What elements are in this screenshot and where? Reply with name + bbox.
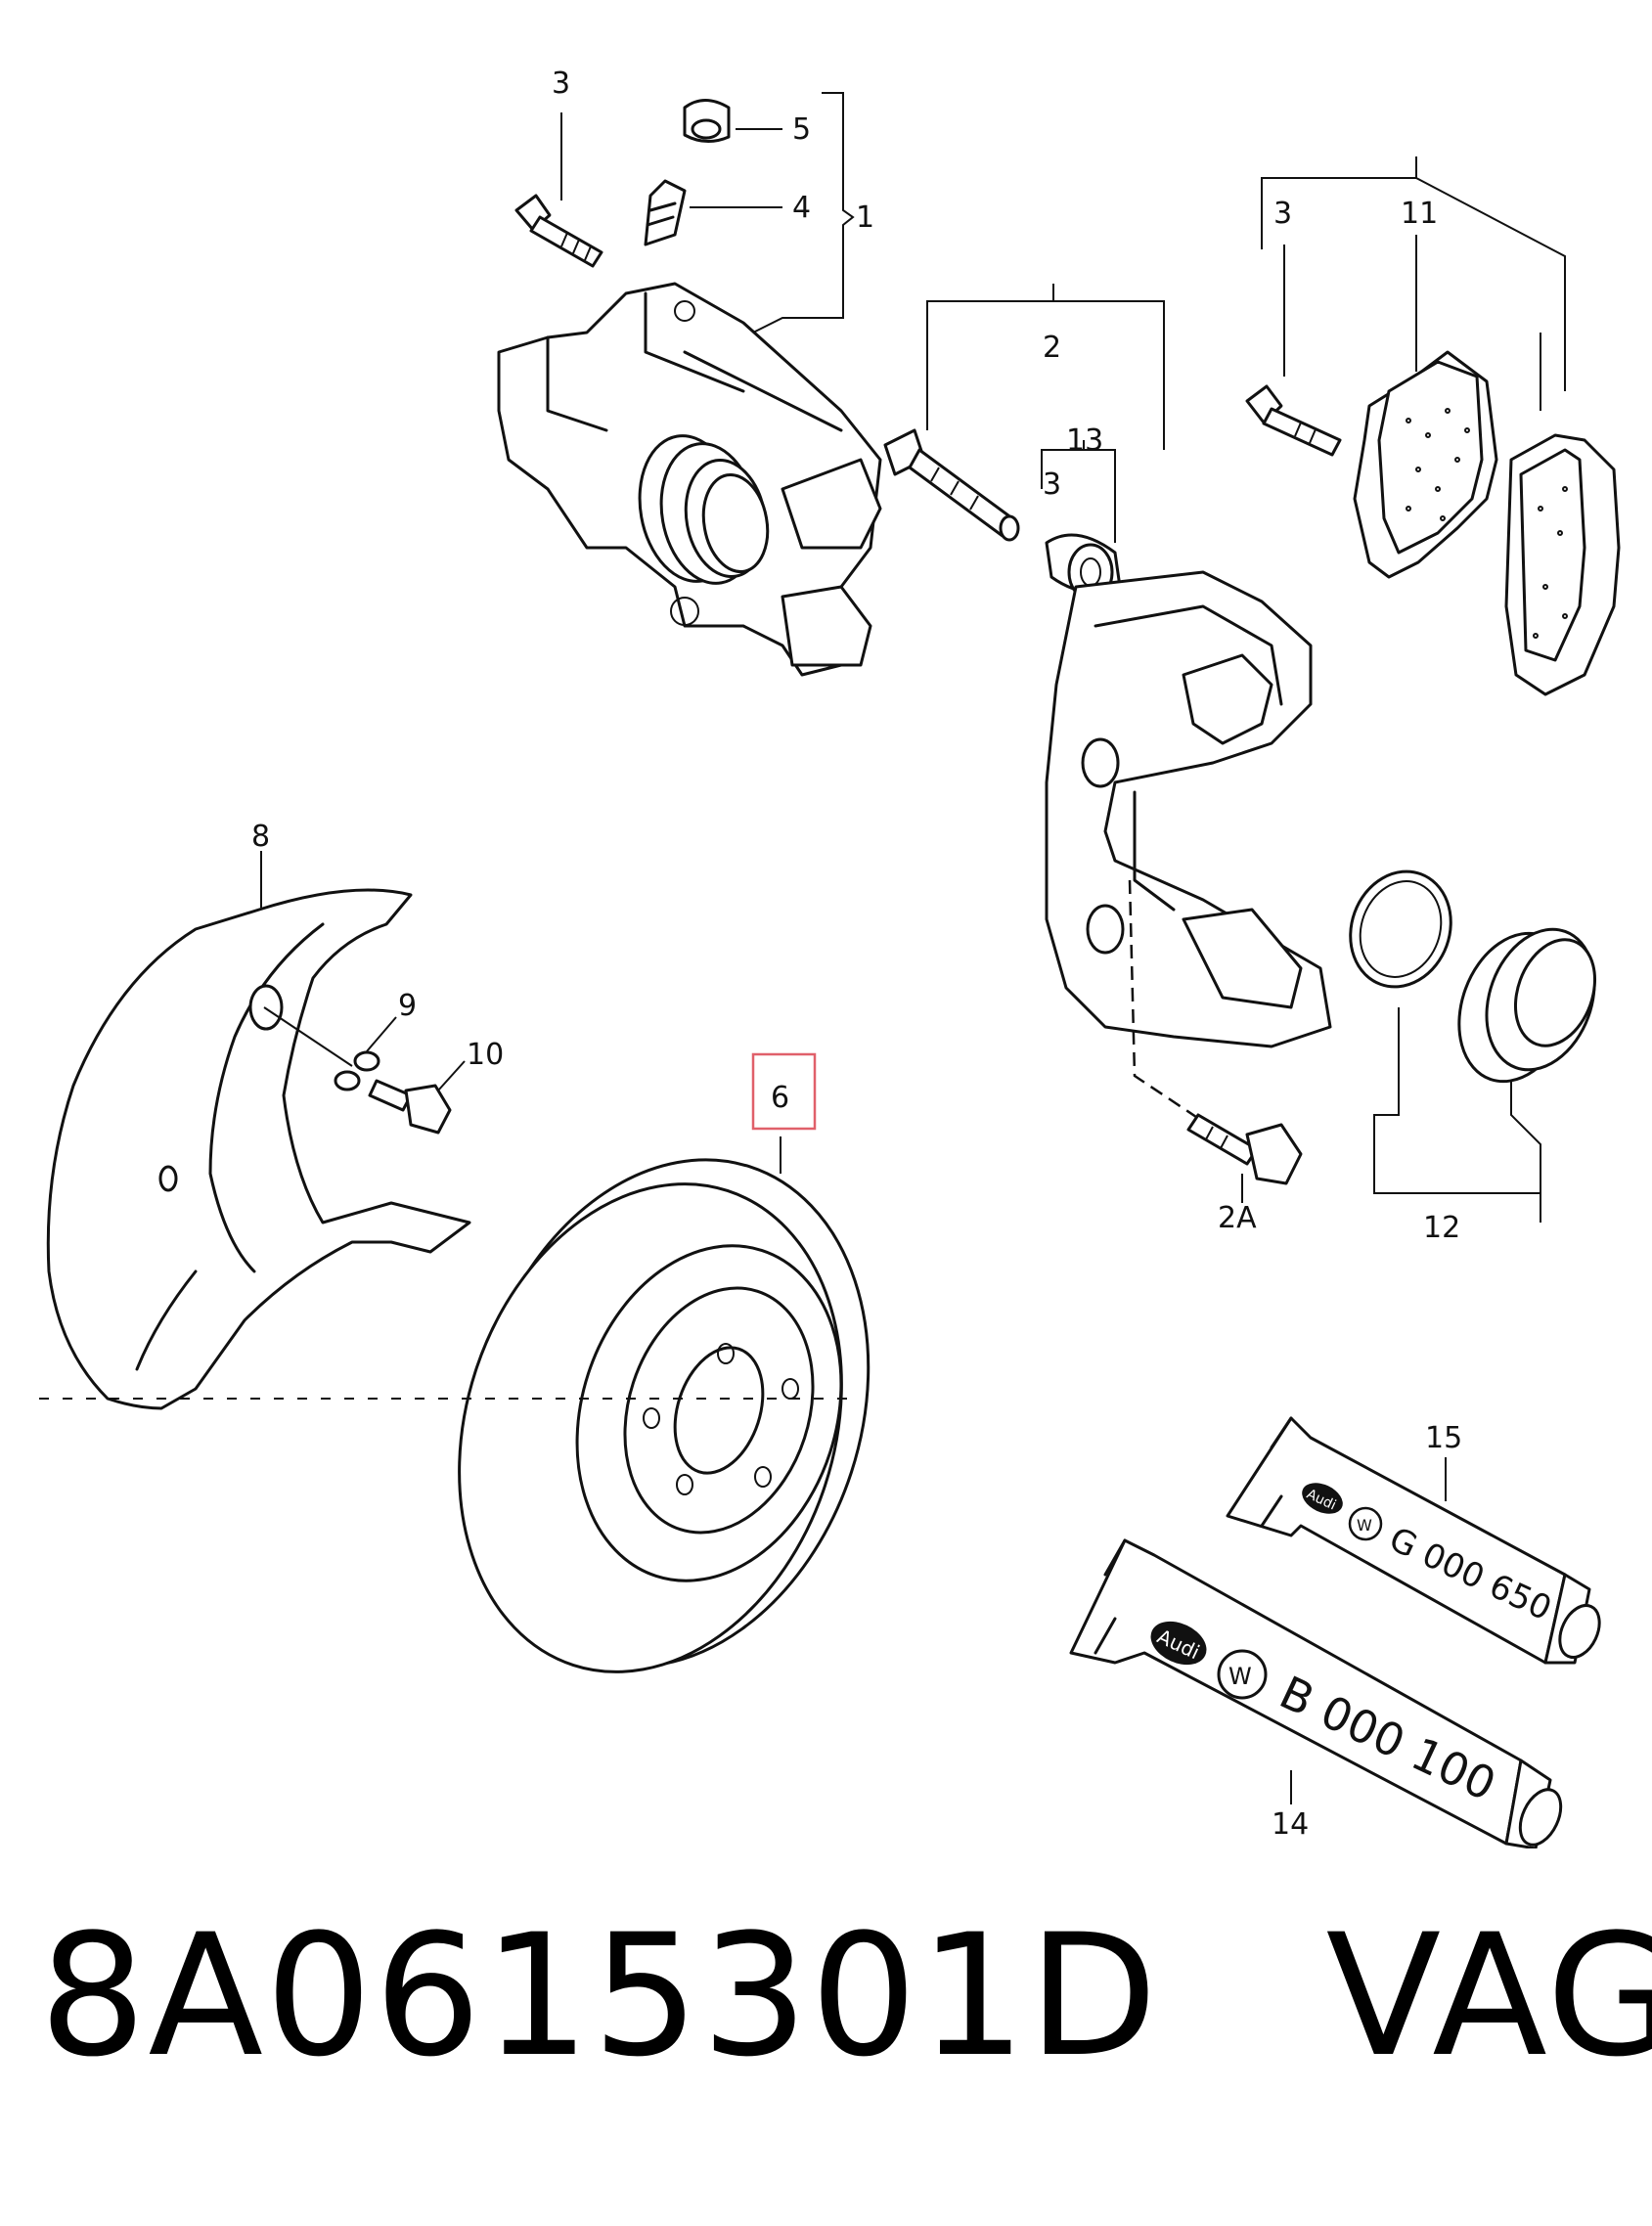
part-number: 8A0615301D [39, 1897, 1160, 2094]
callout-10: 10 [467, 1038, 504, 1072]
piston-seal-ring [1349, 869, 1452, 989]
exploded-brake-diagram: Audi W G 000 650 Audi W B 000 100 [39, 67, 1621, 1848]
callout-6: 6 [771, 1081, 789, 1115]
svg-text:W: W [1357, 1516, 1372, 1535]
callout-3-inner: 3 [1043, 467, 1061, 502]
callout-5: 5 [792, 112, 811, 147]
bleeder-screw [644, 179, 687, 246]
part-caption: 8A0615301D VAG [39, 1912, 1652, 2080]
pad-bolt [1245, 384, 1342, 457]
guide-bolt [514, 194, 603, 268]
shield-washer [334, 1050, 380, 1091]
guide-pin [883, 428, 1020, 542]
shield-bolt [368, 1079, 452, 1135]
callout-4: 4 [792, 191, 811, 225]
manufacturer: VAG [1325, 1897, 1652, 2094]
callout-labels: 3 5 4 1 2 13 3 3 11 8 9 10 6 2A 12 15 14 [251, 67, 1462, 1842]
highlight-box [751, 1052, 817, 1131]
callout-1: 1 [856, 200, 874, 235]
brake-pad-set [1353, 350, 1621, 696]
bleeder-cap [683, 99, 731, 143]
caliper-carrier [1045, 570, 1332, 1048]
splash-shield [46, 888, 471, 1410]
svg-text:W: W [1228, 1663, 1252, 1690]
callout-3-top: 3 [552, 67, 570, 101]
callout-2: 2 [1043, 331, 1061, 365]
callout-12: 12 [1423, 1211, 1460, 1245]
brake-caliper [497, 282, 882, 677]
leader-lines [260, 92, 1566, 1804]
callout-9: 9 [398, 989, 417, 1023]
brake-disc-rotor [458, 1158, 871, 1673]
callout-3-right: 3 [1273, 197, 1292, 231]
callout-2a: 2A [1218, 1201, 1257, 1235]
callout-13: 13 [1066, 423, 1103, 458]
callout-15: 15 [1425, 1421, 1462, 1455]
callout-8: 8 [251, 820, 270, 854]
dust-boot [1457, 927, 1597, 1084]
callout-14: 14 [1272, 1807, 1309, 1842]
callout-11: 11 [1401, 197, 1438, 231]
carrier-bolt [1186, 1113, 1303, 1185]
